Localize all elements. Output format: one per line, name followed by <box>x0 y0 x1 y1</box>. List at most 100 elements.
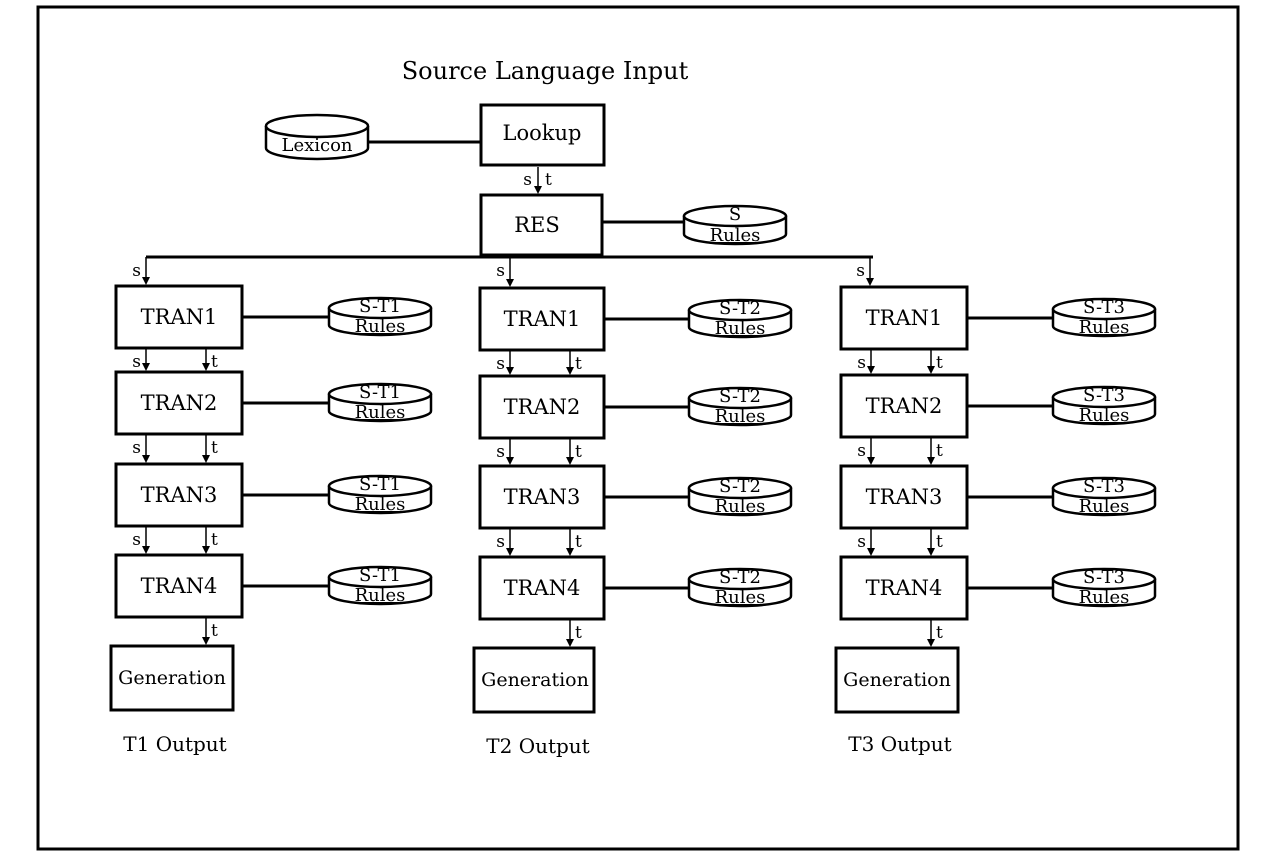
pipeline-1-stage-3-arrow-label-t: t <box>211 530 218 550</box>
pipeline-1-output-label: T1 Output <box>123 732 226 756</box>
pipeline-2-final-arrow-label: t <box>575 623 582 643</box>
pipeline-2-stage-2-rules-label-line2: Rules <box>715 406 766 427</box>
pipeline-1-stage-1: TRAN1 <box>114 284 244 350</box>
lookup-to-res-arrow: s t <box>523 167 552 194</box>
pipeline-2-output-label: T2 Output <box>486 734 589 758</box>
pipeline-3-branch-arrow: s <box>856 257 874 286</box>
s-rules-label-line2: Rules <box>710 225 761 246</box>
pipeline-2-stage-2-arrow-label-s: s <box>496 442 505 462</box>
pipeline-3-stage-2-arrow-label-t: t <box>936 441 943 461</box>
pipeline-1-stage-3-rules-label-line1: S-T1 <box>359 474 401 495</box>
lookup-arrow-label-s: s <box>523 170 532 190</box>
pipeline-1-branch-label: s <box>132 261 141 281</box>
pipeline-2-stage-2: TRAN2 <box>478 374 606 440</box>
pipeline-2-stage-4: TRAN4 <box>478 555 606 621</box>
pipeline-2-stage-3: TRAN3 <box>478 464 606 530</box>
pipeline-1-stage-2-rules-label-line1: S-T1 <box>359 382 401 403</box>
res-label: RES <box>514 213 560 237</box>
pipeline-2-stage-2-rules-label-line1: S-T2 <box>719 386 761 407</box>
pipeline-1-generation-label: Generation <box>118 667 226 689</box>
pipeline-3-stage-1-arrow-label-t: t <box>936 353 943 373</box>
pipeline-3-stage-2-rules-label-line1: S-T3 <box>1083 385 1125 406</box>
pipeline-2-stage-1-arrow-label-s: s <box>496 354 505 374</box>
pipeline-1-stage-1-label: TRAN1 <box>141 305 218 329</box>
pipeline-2-stage-1-arrow-label-t: t <box>575 354 582 374</box>
pipeline-2-stage-2-label: TRAN2 <box>504 395 581 419</box>
pipeline-2-stage-1: TRAN1 <box>478 286 606 352</box>
pipeline-1-stage-4-label: TRAN4 <box>141 574 218 598</box>
pipeline-1-stage-2: TRAN2 <box>114 370 244 436</box>
pipeline-1-stage-2-arrow-label-t: t <box>211 438 218 458</box>
pipeline-2-generation-box: Generation <box>472 646 596 714</box>
pipeline-1-stage-1-arrow-label-s: s <box>132 352 141 372</box>
pipeline-3-stage-3-label: TRAN3 <box>866 485 943 509</box>
pipeline-3-stage-1-rules-label-line2: Rules <box>1079 317 1130 338</box>
lookup-label: Lookup <box>503 121 582 145</box>
pipeline-2-stage-3-rules-label-line2: Rules <box>715 496 766 517</box>
pipeline-1-stage-1-arrow-label-t: t <box>211 352 218 372</box>
pipeline-1-stage-3: TRAN3 <box>114 462 244 528</box>
pipeline-3-stage-3-arrow-label-t: t <box>936 532 943 552</box>
s-rules-label-line1: S <box>729 204 741 225</box>
pipeline-2-stage-3-label: TRAN3 <box>504 485 581 509</box>
pipeline-2-stage-3-arrow-label-t: t <box>575 532 582 552</box>
pipeline-2-stage-3-arrow-label-s: s <box>496 532 505 552</box>
pipeline-2-stage-1-label: TRAN1 <box>504 307 581 331</box>
pipeline-3-stage-2-arrow-label-s: s <box>857 441 866 461</box>
pipeline-2-stage-3-rules-label-line1: S-T2 <box>719 476 761 497</box>
pipeline-1-stage-2-arrow-label-s: s <box>132 438 141 458</box>
pipeline-1-stage-3-label: TRAN3 <box>141 483 218 507</box>
pipeline-1-stage-4: TRAN4 <box>114 553 244 619</box>
pipeline-3-stage-1-arrow-label-s: s <box>857 353 866 373</box>
lexicon-label: Lexicon <box>281 135 352 156</box>
s-rules-database: S Rules <box>682 204 788 246</box>
pipeline-1-stage-3-rules-label-line2: Rules <box>355 494 406 515</box>
pipeline-3-stage-3-rules-label-line1: S-T3 <box>1083 476 1125 497</box>
lookup-arrow-label-t: t <box>545 170 552 190</box>
pipeline-3-branch-label: s <box>856 261 865 281</box>
pipeline-2-stage-4-label: TRAN4 <box>504 576 581 600</box>
pipeline-1-stage-2-rules-label-line2: Rules <box>355 402 406 423</box>
pipeline-2-branch-arrow: s <box>496 257 514 287</box>
pipeline-3-generation-label: Generation <box>843 669 951 691</box>
pipeline-3-stage-3-rules-label-line2: Rules <box>1079 496 1130 517</box>
pipeline-2-branch-label: s <box>496 261 505 281</box>
pipeline-1-branch-arrow: s <box>132 257 150 285</box>
pipeline-3-stage-3: TRAN3 <box>839 464 969 530</box>
pipeline-1-stage-4-rules-label-line2: Rules <box>355 585 406 606</box>
pipeline-1-final-arrow-label: t <box>211 621 218 641</box>
pipeline-3-stage-1: TRAN1 <box>839 285 969 351</box>
lexicon-database: Lexicon <box>264 113 370 161</box>
pipeline-2-stage-1-rules-label-line2: Rules <box>715 318 766 339</box>
pipeline-1-to-generation-arrow: t <box>202 618 218 645</box>
pipeline-2-stage-2-arrow-label-t: t <box>575 442 582 462</box>
pipeline-3-stage-4-rules-label-line1: S-T3 <box>1083 567 1125 588</box>
pipeline-3-output-label: T3 Output <box>848 732 951 756</box>
pipeline-3-stage-2: TRAN2 <box>839 373 969 439</box>
pipeline-2-stage-4-rules-label-line1: S-T2 <box>719 567 761 588</box>
pipeline-3-stage-3-arrow-label-s: s <box>857 532 866 552</box>
